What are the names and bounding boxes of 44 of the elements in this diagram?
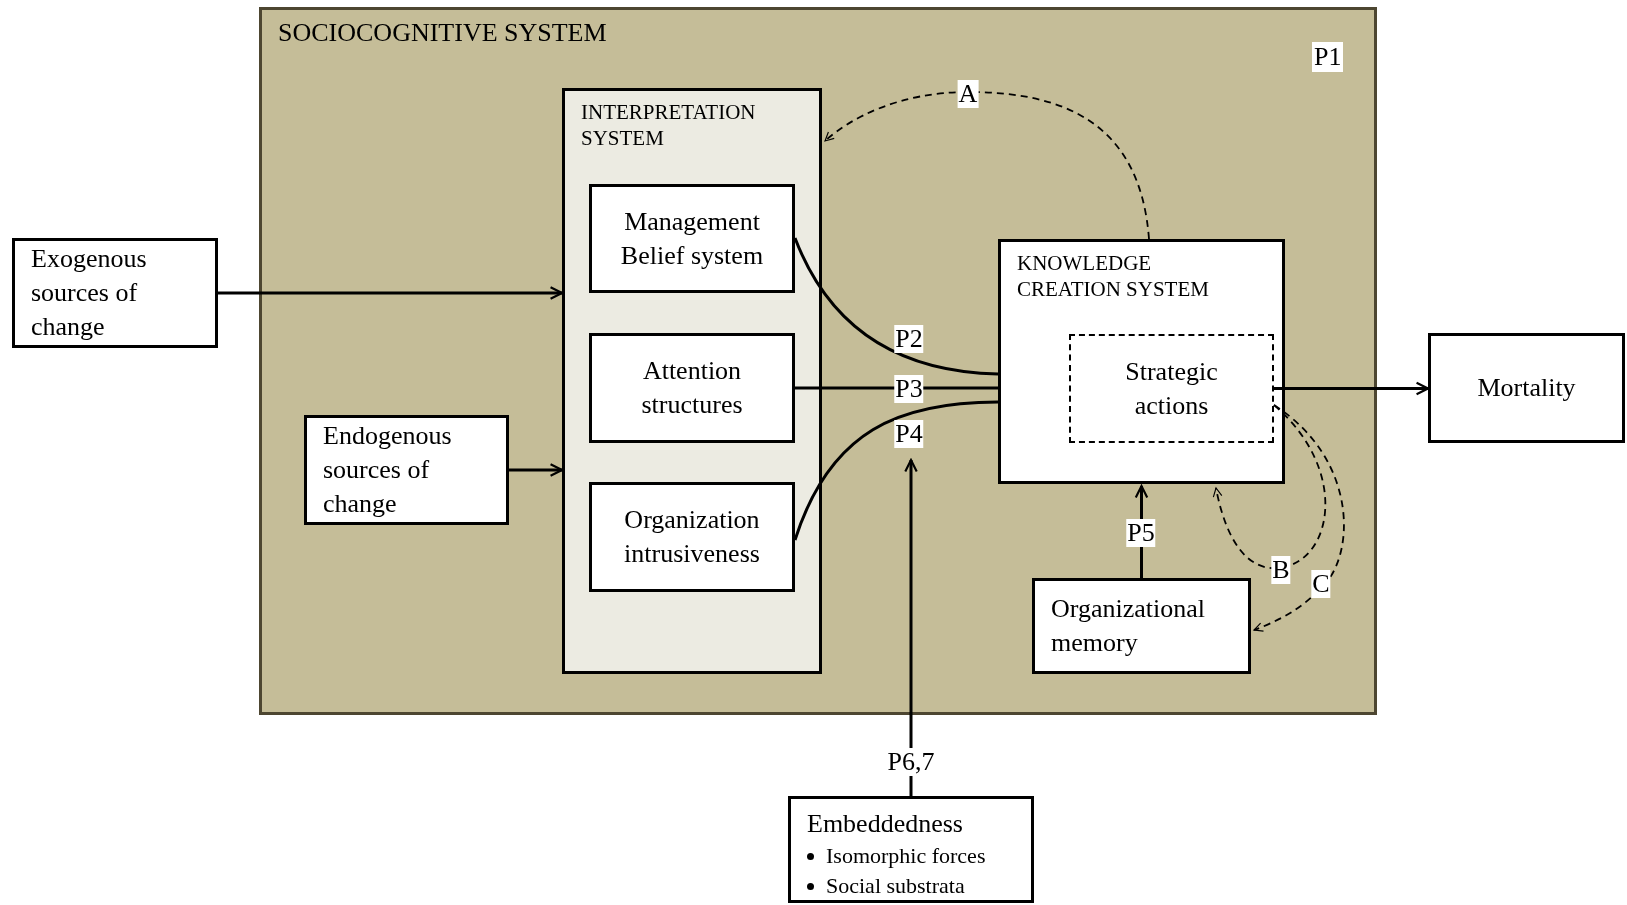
box-label: Strategic actions (1124, 355, 1219, 422)
feedback-arrow (1253, 404, 1345, 632)
system-panel (259, 7, 1377, 715)
edge-label: P4 (894, 420, 924, 448)
box-label: Organizational memory (1051, 593, 1207, 659)
box-label: Attention structures (640, 355, 744, 421)
process-box (1032, 578, 1251, 674)
arrow (509, 463, 564, 477)
list-item: Isomorphic forces (826, 842, 986, 870)
edge-label: P5 (1126, 519, 1156, 547)
arrow (1274, 381, 1430, 396)
process-box (589, 184, 795, 293)
box-label: Organization intrusiveness (623, 504, 761, 570)
edge-label: P2 (894, 325, 924, 353)
process-box (589, 482, 795, 592)
edge-label: C (1311, 570, 1331, 598)
edge-label: B (1271, 556, 1291, 584)
arrow (904, 458, 918, 796)
box-label: Exogenous sources of change (31, 243, 148, 343)
box-label: Endogenous sources of change (323, 420, 453, 520)
panel-title: INTERPRETATION SYSTEM (581, 99, 757, 151)
process-box (589, 333, 795, 443)
feedback-arrow (824, 91, 1150, 240)
input-box (304, 415, 509, 525)
outcome-box (1428, 333, 1625, 443)
system-box (998, 239, 1285, 484)
input-box (788, 796, 1034, 903)
panel-title: SOCIOCOGNITIVE SYSTEM (278, 17, 607, 49)
arrow (1134, 484, 1149, 578)
edge-label: A (957, 80, 979, 108)
box-label: Management Belief system (619, 205, 765, 272)
connector-line (795, 386, 998, 390)
feedback-arrow (1212, 404, 1327, 569)
box-label: Mortality (1477, 372, 1576, 404)
edge-label: P3 (894, 375, 924, 403)
system-panel (562, 88, 822, 674)
action-box (1069, 334, 1274, 443)
arrow (218, 286, 564, 300)
box-title: Embeddedness (807, 808, 964, 840)
input-box (12, 238, 218, 348)
list-item: Social substrata (826, 872, 965, 900)
edge-label: P6,7 (886, 748, 936, 776)
proposition-label: P1 (1312, 42, 1344, 72)
panel-title: KNOWLEDGE CREATION SYSTEM (1017, 250, 1210, 302)
